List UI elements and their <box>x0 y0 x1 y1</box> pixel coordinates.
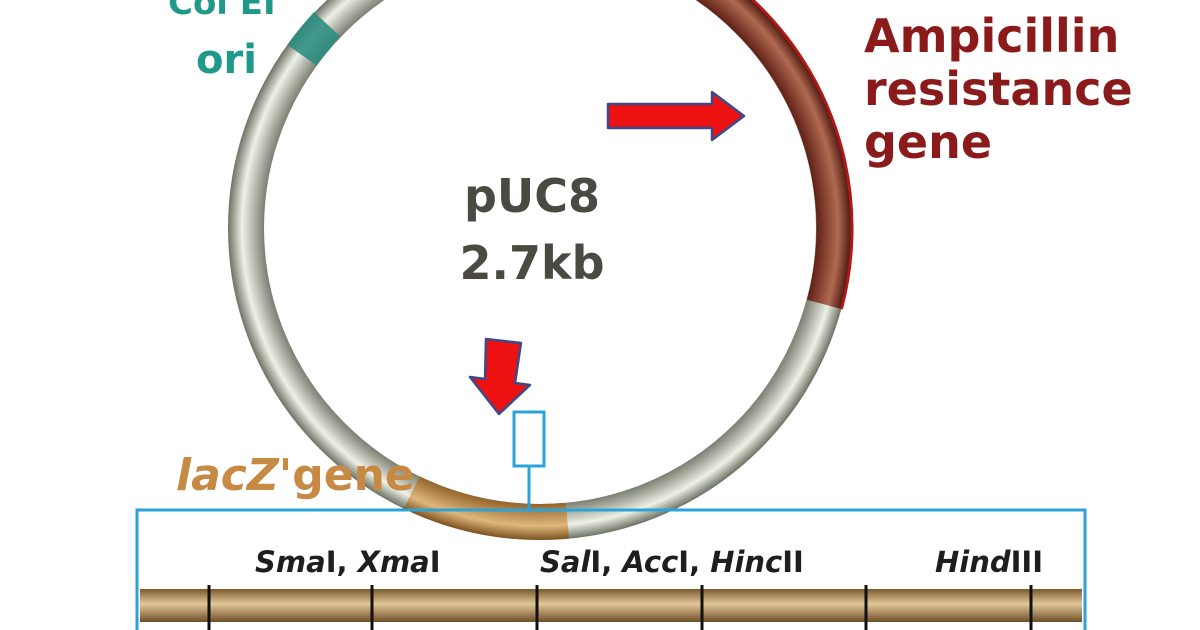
dna-bar <box>140 589 1082 622</box>
plasmid-name: pUC8 <box>464 169 600 223</box>
col-ei-ori-segment <box>287 12 341 66</box>
plasmid-size: 2.7kb <box>459 236 604 290</box>
multiple-cloning-site-box: SmaI, XmaI SalI, AccI, HincII HindIII <box>135 508 1087 630</box>
right-arrow <box>606 90 746 142</box>
ampicillin-segment-outline <box>750 0 854 310</box>
resistance-label: resistance <box>864 62 1133 116</box>
lacz-gene-segment <box>403 476 570 540</box>
lacz-gene-label: lacZ'gene <box>176 450 415 501</box>
gene-label: gene <box>864 115 992 169</box>
ori-label: ori <box>196 37 257 83</box>
site-hindiii: HindIII <box>935 545 1043 579</box>
cloning-site-marker <box>512 410 546 468</box>
ampicillin-label: Ampicillin <box>864 9 1119 63</box>
site-smai-xmai: SmaI, XmaI <box>255 545 441 579</box>
col-ei-label: Col EI <box>168 0 276 23</box>
plasmid-ring <box>228 0 854 540</box>
ampicillin-resistance-segment <box>696 0 853 310</box>
site-sali-acci-hincii: SalI, AccI, HincII <box>540 545 804 579</box>
down-arrow <box>468 337 532 416</box>
